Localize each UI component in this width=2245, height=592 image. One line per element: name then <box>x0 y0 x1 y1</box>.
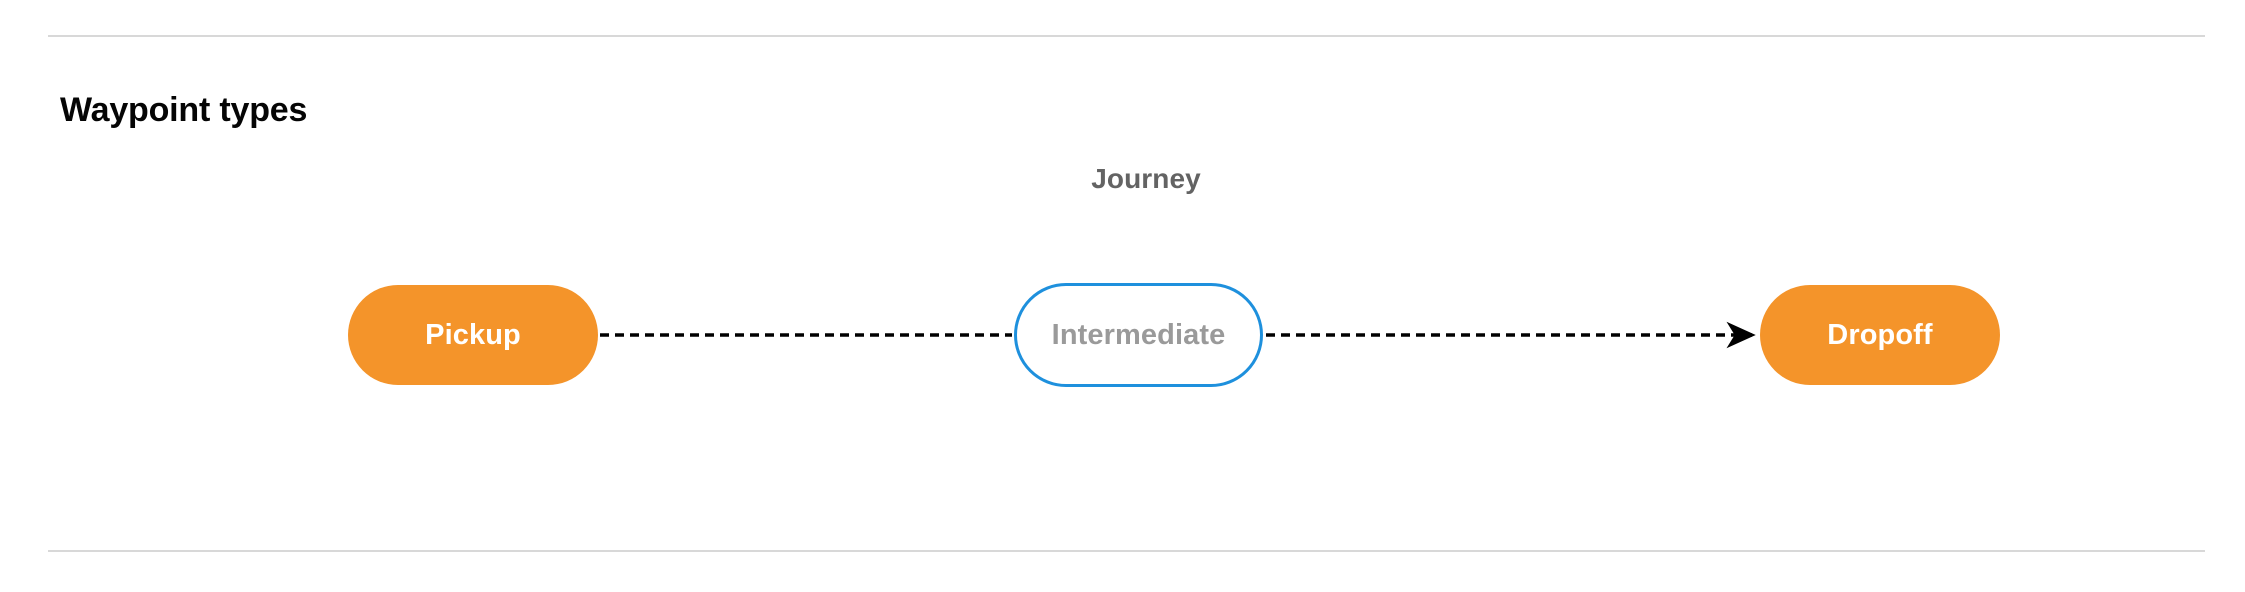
node-pickup-label: Pickup <box>425 318 521 351</box>
page-title: Waypoint types <box>60 91 308 130</box>
node-pickup[interactable]: Pickup <box>348 285 598 385</box>
section-divider-bottom <box>48 550 2205 552</box>
node-dropoff-label: Dropoff <box>1827 318 1933 351</box>
section-divider-top <box>48 35 2205 37</box>
node-dropoff[interactable]: Dropoff <box>1760 285 2000 385</box>
node-intermediate[interactable]: Intermediate <box>1014 283 1263 387</box>
journey-group-label: Journey <box>1091 163 1201 194</box>
node-intermediate-label: Intermediate <box>1051 318 1226 351</box>
